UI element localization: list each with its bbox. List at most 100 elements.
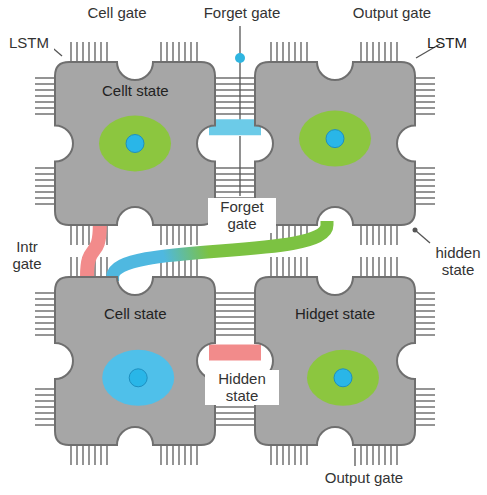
part-label: Cell gate bbox=[70, 4, 164, 21]
pin bbox=[384, 223, 386, 245]
pin bbox=[413, 185, 435, 187]
pin bbox=[35, 101, 57, 103]
lstm-chip: Hidget state bbox=[255, 277, 415, 445]
pin bbox=[70, 42, 72, 64]
pin bbox=[270, 257, 272, 279]
pin bbox=[366, 443, 368, 465]
pin bbox=[306, 42, 308, 64]
part-label: Output gate bbox=[340, 4, 444, 21]
pin bbox=[35, 310, 57, 312]
pin bbox=[213, 322, 235, 324]
pin bbox=[35, 418, 57, 420]
pin bbox=[70, 443, 72, 465]
pin bbox=[413, 322, 435, 324]
pin bbox=[190, 223, 192, 245]
pin bbox=[88, 223, 90, 245]
state-band bbox=[209, 345, 261, 361]
pin bbox=[413, 328, 435, 330]
pin bbox=[396, 42, 398, 64]
pin bbox=[366, 42, 368, 64]
pin bbox=[270, 42, 272, 64]
pin bbox=[235, 292, 257, 294]
pin bbox=[190, 42, 192, 64]
pin bbox=[235, 406, 257, 408]
pin bbox=[35, 388, 57, 390]
pin bbox=[413, 107, 435, 109]
pin bbox=[288, 42, 290, 64]
pin bbox=[35, 400, 57, 402]
pin bbox=[390, 223, 392, 245]
pin bbox=[235, 310, 257, 312]
pin bbox=[100, 257, 102, 279]
state-dot bbox=[334, 369, 352, 387]
pin bbox=[213, 101, 235, 103]
pin bbox=[372, 257, 374, 279]
pin bbox=[184, 223, 186, 245]
pin bbox=[160, 443, 162, 465]
pin bbox=[213, 292, 235, 294]
pin bbox=[213, 95, 235, 97]
state-ellipse bbox=[307, 350, 379, 406]
pin bbox=[413, 400, 435, 402]
pin bbox=[35, 107, 57, 109]
pin bbox=[390, 257, 392, 279]
pin bbox=[82, 223, 84, 245]
pin bbox=[76, 443, 78, 465]
pin bbox=[235, 185, 257, 187]
pin bbox=[213, 316, 235, 318]
state-dot bbox=[326, 130, 344, 148]
chip-outline bbox=[255, 277, 415, 445]
pin bbox=[196, 42, 198, 64]
pin bbox=[166, 42, 168, 64]
pin bbox=[282, 42, 284, 64]
chip-title: Cell state bbox=[104, 305, 167, 322]
pin bbox=[235, 322, 257, 324]
pin bbox=[294, 257, 296, 279]
pin bbox=[213, 89, 235, 91]
pin bbox=[106, 443, 108, 465]
pin bbox=[282, 257, 284, 279]
pin bbox=[294, 42, 296, 64]
pin bbox=[235, 89, 257, 91]
pin bbox=[300, 42, 302, 64]
pin bbox=[300, 443, 302, 465]
pin bbox=[213, 167, 235, 169]
pin bbox=[413, 388, 435, 390]
pin bbox=[35, 197, 57, 199]
leader-line bbox=[354, 448, 355, 466]
pin bbox=[172, 42, 174, 64]
pin bbox=[35, 292, 57, 294]
pin bbox=[213, 113, 235, 115]
pin bbox=[35, 95, 57, 97]
pin bbox=[35, 328, 57, 330]
pin bbox=[35, 304, 57, 306]
pin bbox=[372, 42, 374, 64]
pin bbox=[270, 443, 272, 465]
pin bbox=[213, 107, 235, 109]
state-ellipse bbox=[102, 350, 174, 406]
state-dot bbox=[129, 369, 147, 387]
pin bbox=[390, 42, 392, 64]
pin bbox=[213, 83, 235, 85]
gate-dot bbox=[235, 53, 245, 63]
pin bbox=[213, 310, 235, 312]
pin bbox=[172, 443, 174, 465]
pin bbox=[384, 42, 386, 64]
pin bbox=[88, 42, 90, 64]
pin bbox=[413, 101, 435, 103]
pin bbox=[360, 443, 362, 465]
chip-body bbox=[255, 277, 415, 445]
pin bbox=[35, 191, 57, 193]
pin bbox=[94, 42, 96, 64]
pin bbox=[35, 412, 57, 414]
leader-line bbox=[239, 136, 240, 196]
pin bbox=[306, 257, 308, 279]
pin bbox=[378, 257, 380, 279]
pin bbox=[235, 113, 257, 115]
pin bbox=[213, 304, 235, 306]
pin bbox=[235, 412, 257, 414]
pin bbox=[413, 191, 435, 193]
pin bbox=[413, 424, 435, 426]
leader-line bbox=[415, 230, 430, 243]
pin bbox=[213, 412, 235, 414]
